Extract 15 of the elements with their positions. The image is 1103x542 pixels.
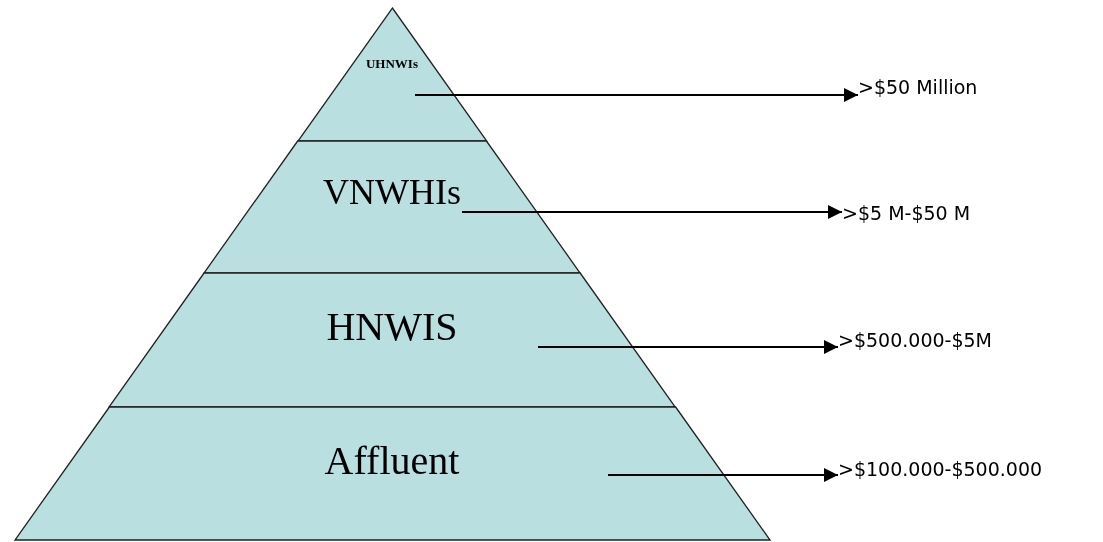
value-label: >$100.000-$500.000	[838, 458, 1043, 480]
value-label: >$500.000-$5M	[838, 329, 992, 351]
tier-label: UHNWIs	[365, 56, 419, 72]
value-label: >$5 M-$50 M	[842, 202, 971, 224]
pyramid-tier	[203, 141, 581, 273]
pyramid-tier	[14, 407, 770, 540]
tier-label: HNWIS	[325, 303, 459, 350]
value-label: >$50 Million	[858, 76, 978, 98]
tier-label: VNWHIs	[322, 171, 462, 213]
arrow	[414, 88, 859, 102]
arrow	[607, 468, 839, 482]
arrow	[461, 205, 843, 219]
tier-label: Affluent	[323, 437, 461, 484]
arrow	[537, 340, 839, 354]
pyramid-tier	[108, 273, 676, 407]
